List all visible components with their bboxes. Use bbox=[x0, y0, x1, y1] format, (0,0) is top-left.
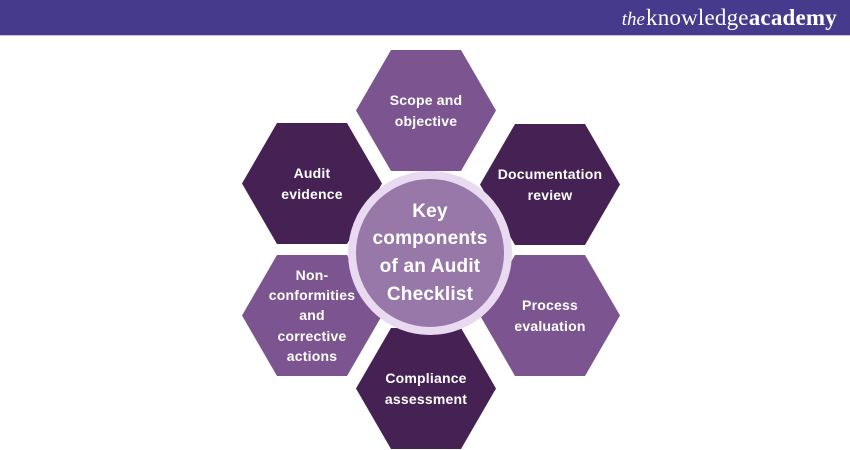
knowledge-academy-logo: theknowledgeacademy bbox=[622, 6, 837, 29]
hexagon-label-compliance-assessment: Compliance assessment bbox=[384, 369, 468, 407]
hexagon-label-non-conformities-and-corrective-actions: Non- conformities and corrective actions bbox=[268, 266, 356, 364]
hexagon-label-scope-and-objective: Scope and objective bbox=[389, 91, 463, 129]
hexagon-label-audit-evidence: Audit evidence bbox=[281, 164, 343, 202]
center-title-circle: Key components of an Audit Checklist bbox=[348, 171, 512, 335]
hexagon-scope-and-objective: Scope and objective bbox=[356, 50, 496, 171]
logo-academy: academy bbox=[748, 5, 837, 30]
header-bar: theknowledgeacademy bbox=[0, 0, 850, 36]
hexagon-compliance-assessment: Compliance assessment bbox=[356, 328, 496, 449]
hexagon-label-documentation-review: Documentation review bbox=[497, 165, 603, 203]
logo-the: the bbox=[621, 9, 645, 30]
logo-knowledge: knowledge bbox=[646, 5, 749, 30]
center-title-label: Key components of an Audit Checklist bbox=[372, 200, 488, 305]
hexagon-label-process-evaluation: Process evaluation bbox=[514, 296, 586, 334]
